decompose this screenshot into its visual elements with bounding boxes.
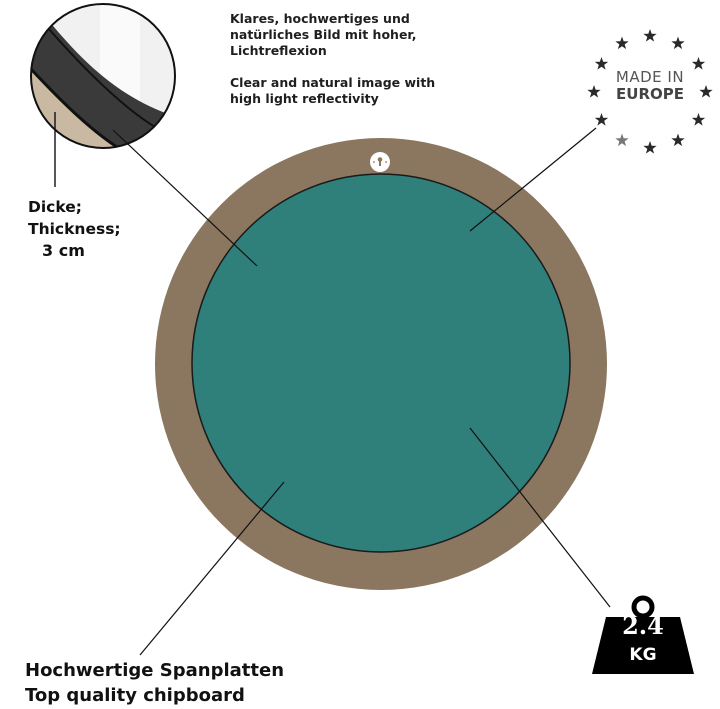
material-label: Hochwertige Spanplatten Top quality chip… [25,658,284,708]
made-in-europe-badge: MADE IN EUROPE [583,25,717,159]
reflectivity-description: Klares, hochwertiges und natürliches Bil… [230,11,435,123]
badge-line2: EUROPE [616,85,684,103]
thickness-label: Dicke; Thickness; 3 cm [28,196,121,262]
mirror-glass [191,173,571,553]
thickness-label-de: Dicke; [28,198,82,216]
description-en-line2: high light reflectivity [230,91,379,106]
keyhole-hanger-icon [370,152,390,172]
mirror-frame [155,138,607,590]
description-de-line3: Lichtreflexion [230,43,327,58]
weight-unit: KG [629,645,657,665]
thickness-label-en: Thickness; [28,220,121,238]
material-label-en: Top quality chipboard [25,685,245,706]
thickness-value: 3 cm [42,241,85,260]
weight-indicator: 2.4 KG [588,595,698,675]
kettlebell-weight-icon [592,595,694,674]
weight-value: 2.4 [622,611,664,640]
description-en-line1: Clear and natural image with [230,75,436,90]
material-label-de: Hochwertige Spanplatten [25,660,285,681]
description-de-line2: natürliches Bild mit hoher, [230,27,417,42]
badge-line1: MADE IN [615,68,685,86]
thickness-detail-zoom [31,4,175,148]
description-de-line1: Klares, hochwertiges und [230,11,410,26]
